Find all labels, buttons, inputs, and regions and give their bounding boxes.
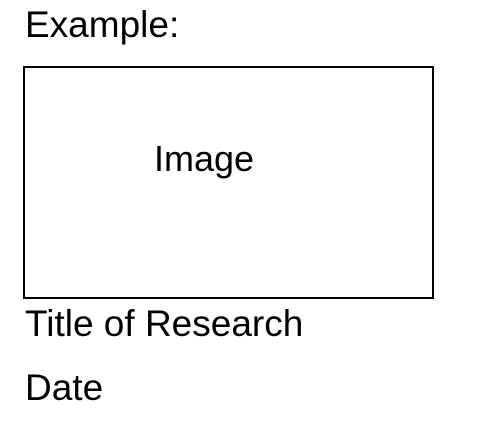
example-heading: Example: [25,4,180,45]
research-title: Title of Research [25,303,304,344]
image-placeholder-label: Image [154,138,255,179]
research-date: Date [25,367,104,408]
image-placeholder-box: Image [23,66,434,299]
